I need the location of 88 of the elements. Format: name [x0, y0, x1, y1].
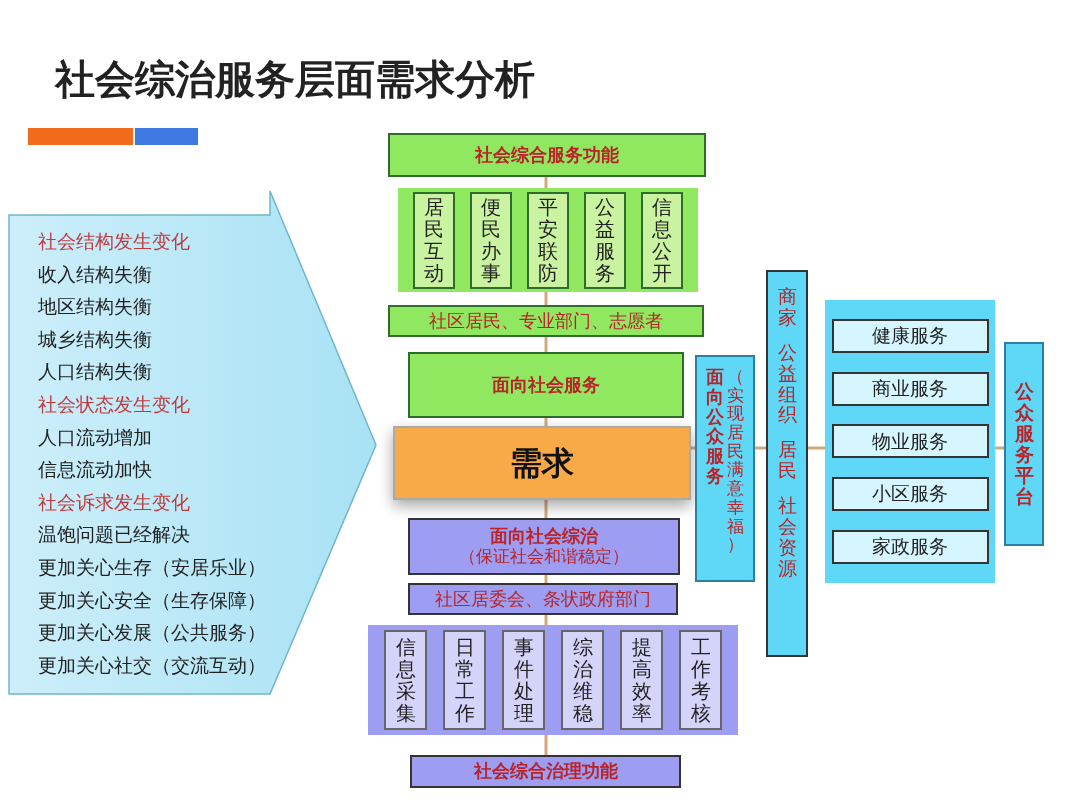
box-sublabel: （保证社会和谐稳定） [459, 547, 629, 567]
box-sublabel: （实现居民满意幸福） [727, 367, 745, 554]
governance-item-box [561, 630, 604, 730]
box-sublabel: 居民 [777, 439, 797, 482]
service-item-box [584, 191, 626, 289]
box-label: 日常工作 [454, 636, 475, 724]
connector-line [544, 615, 548, 625]
governance-item-box [620, 630, 663, 730]
list-item: 更加关心社交（交流互动） [38, 652, 266, 678]
connector-line [544, 292, 548, 305]
service-item-box [641, 191, 683, 289]
public-service-column [695, 355, 755, 582]
service-item-box [831, 530, 989, 565]
governance-item-box [679, 630, 722, 730]
page-title: 社会综治服务层面需求分析 [55, 55, 535, 104]
connector-line [544, 177, 548, 188]
box-label: 物业服务 [872, 430, 948, 453]
list-item: 地区结构失衡 [38, 294, 153, 320]
box-label: 社会综合服务功能 [475, 144, 619, 166]
box-label: 便民办事 [480, 196, 502, 284]
list-item: 人口结构失衡 [38, 359, 153, 385]
box-label: 综治维稳 [572, 636, 593, 724]
section-heading: 社会状态发生变化 [38, 391, 191, 417]
section-heading: 社会诉求发生变化 [38, 489, 191, 515]
connector-line [544, 500, 548, 518]
box-label: 小区服务 [872, 483, 948, 506]
box-label: 社区居民、专业部门、志愿者 [429, 310, 663, 332]
service-item-box [527, 191, 569, 289]
governance-item-box [443, 630, 486, 730]
list-item: 更加关心发展（公共服务） [38, 620, 266, 646]
box-label: 公益服务 [594, 196, 616, 284]
connector-line [544, 418, 548, 426]
box-label: 面向社会服务 [492, 374, 600, 396]
connector-line [544, 337, 548, 352]
box-label: 工作考核 [690, 636, 711, 724]
box-label: 商家 [777, 286, 797, 328]
service-item-box [470, 191, 512, 289]
actor-box [388, 305, 704, 337]
service-panel [398, 188, 698, 292]
service-item-box [831, 477, 989, 512]
connector-line [691, 446, 695, 450]
list-item: 温饱问题已经解决 [38, 522, 191, 548]
list-item: 收入结构失衡 [38, 261, 153, 287]
box-label: 信息公开 [651, 196, 673, 284]
section-heading: 社会结构发生变化 [38, 229, 191, 254]
service-panel [825, 300, 995, 583]
demand-box [393, 426, 691, 500]
box-label: 居民互动 [423, 196, 445, 284]
service-item-box [831, 424, 989, 459]
function-box [388, 133, 706, 177]
service-item-box [831, 371, 989, 406]
list-item: 信息流动加快 [38, 457, 153, 483]
function-box [408, 352, 684, 418]
function-box [408, 518, 680, 575]
list-item: 更加关心安全（生存保障） [38, 587, 266, 613]
box-label: 提高效率 [631, 636, 652, 724]
service-item-box [413, 191, 455, 289]
service-item-box [831, 318, 989, 353]
platform-column [1004, 342, 1044, 546]
actor-box [408, 583, 678, 615]
governance-item-box [502, 630, 545, 730]
connector-line [544, 735, 548, 755]
governance-item-box [384, 630, 427, 730]
box-sublabel: 公益组织 [777, 341, 797, 426]
governance-panel [368, 625, 738, 735]
box-label: 商业服务 [872, 377, 948, 400]
box-label: 平安联防 [537, 196, 559, 284]
box-label: 面向社会综治 [490, 526, 598, 547]
chevron-arrow-panel [8, 190, 380, 695]
box-label: 面向公众服务 [705, 367, 724, 486]
list-item: 更加关心生存（安居乐业） [38, 554, 266, 580]
box-sublabel: 社会资源 [777, 495, 797, 579]
box-label: 信息采集 [395, 636, 416, 724]
box-label: 事件处理 [513, 636, 534, 724]
resource-column [766, 270, 808, 657]
box-label: 需求 [510, 444, 574, 482]
box-label: 社会综合治理功能 [473, 761, 618, 782]
connector-line [995, 446, 1004, 450]
box-label: 社区居委会、条状政府部门 [435, 588, 651, 610]
connector-line [755, 446, 766, 450]
function-box [410, 755, 681, 788]
box-label: 公众服务平台 [1014, 381, 1034, 507]
connector-line [544, 575, 548, 583]
box-label: 健康服务 [872, 324, 948, 347]
connector-line [808, 446, 825, 450]
list-item: 人口流动增加 [38, 424, 153, 450]
box-label: 家政服务 [872, 536, 948, 559]
list-item: 城乡结构失衡 [38, 326, 153, 352]
